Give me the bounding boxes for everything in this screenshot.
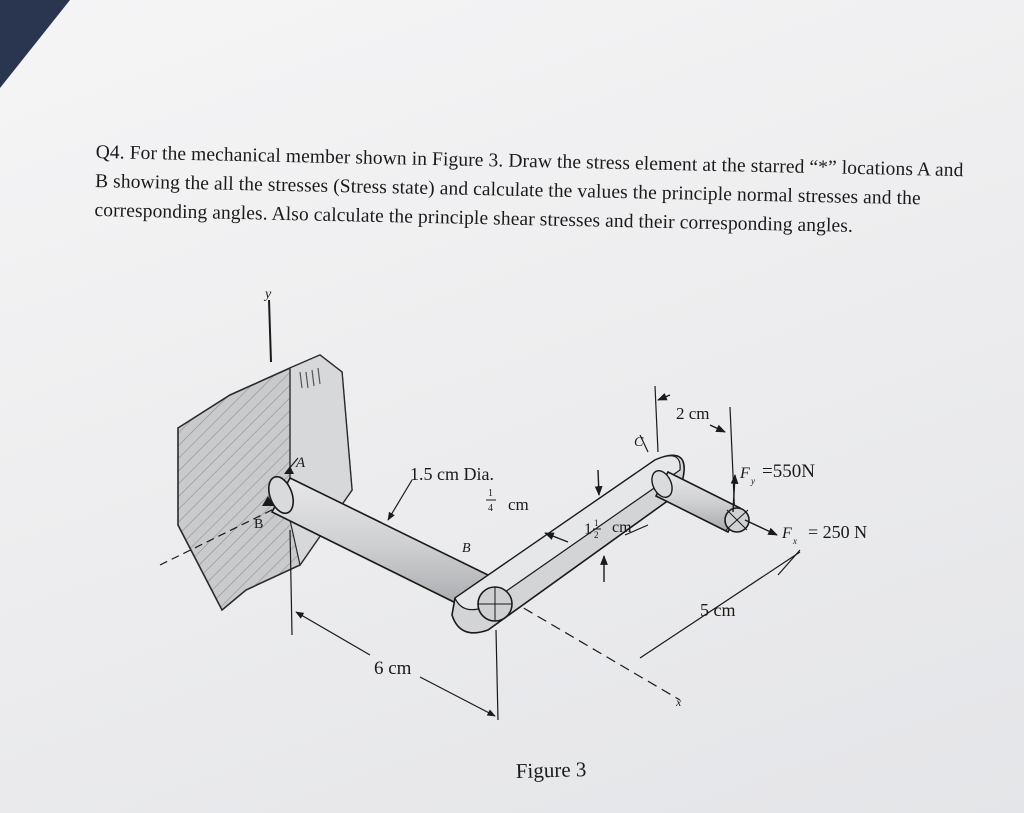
diameter-label: 1.5 cm Dia. xyxy=(410,464,494,484)
quarter-cm-unit: cm xyxy=(508,495,529,514)
one-half-cm-unit: cm xyxy=(612,519,632,536)
one-half-cm-leader xyxy=(624,524,649,536)
fx-value: = 250 N xyxy=(808,522,867,542)
point-a-label: A xyxy=(295,455,306,471)
six-cm-arrow-right xyxy=(419,676,496,717)
five-cm-dimension-line xyxy=(639,551,801,659)
x-axis-label: x xyxy=(675,695,682,709)
point-b-star xyxy=(262,496,274,506)
fy-symbol: F xyxy=(739,465,750,482)
point-c-leader xyxy=(639,434,649,453)
quarter-denominator: 4 xyxy=(488,503,493,514)
rod-dimension-extension xyxy=(289,529,293,636)
one-half-whole: 1 xyxy=(584,521,592,538)
fy-value: =550N xyxy=(762,461,815,482)
two-cm-arrow-right xyxy=(709,424,726,433)
quarter-numerator: 1 xyxy=(488,488,493,499)
diameter-leader xyxy=(387,479,413,521)
y-axis-label: y xyxy=(263,287,272,302)
c-dimension-extension xyxy=(654,385,659,453)
five-cm-tick xyxy=(777,549,801,576)
crank-plate xyxy=(451,454,685,634)
six-cm-arrow-left xyxy=(295,611,371,656)
thickness-arrow-top xyxy=(594,469,603,496)
crank-dimension-extension xyxy=(495,629,499,721)
point-a-star xyxy=(284,466,294,474)
two-cm-arrow-left xyxy=(657,392,671,401)
point-b-wall-label: B xyxy=(254,517,263,532)
fx-subscript: x xyxy=(792,536,797,546)
wall-support xyxy=(177,354,353,612)
short-pin xyxy=(651,470,750,534)
five-cm-label: 5 cm xyxy=(700,600,736,620)
one-half-numerator: 1 xyxy=(594,518,599,528)
fy-subscript: y xyxy=(750,476,755,486)
figure-caption: Figure 3 xyxy=(516,757,587,783)
wall-axis-line xyxy=(159,504,283,566)
force-fx-arrow xyxy=(744,519,778,536)
x-axis-line xyxy=(509,599,681,701)
force-fy-arrow xyxy=(730,474,739,513)
point-c-label: C xyxy=(634,435,644,450)
six-cm-label: 6 cm xyxy=(374,658,412,679)
one-half-denominator: 2 xyxy=(594,530,599,540)
two-cm-label: 2 cm xyxy=(676,404,710,423)
fx-symbol: F xyxy=(781,525,792,542)
point-b-rod-label: B xyxy=(462,541,471,556)
quarter-cm-arrow xyxy=(544,532,569,543)
y-axis-line xyxy=(268,299,272,363)
